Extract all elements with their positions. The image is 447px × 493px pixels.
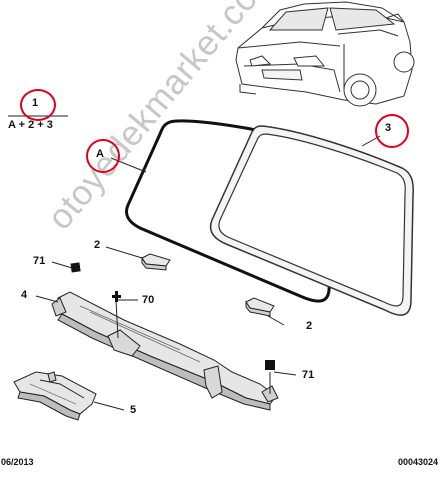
label-ref-3: 3: [385, 122, 392, 134]
highlight-circle-A: [86, 139, 120, 173]
label-ref-4: 4: [21, 289, 28, 301]
marker-square-71-top: [70, 262, 81, 273]
label-formula: A + 2 + 3: [8, 119, 53, 131]
marker-square-71-bottom: [265, 360, 275, 370]
label-ref-2-top: 2: [94, 239, 101, 251]
spacer-block-2-top: [141, 253, 171, 271]
label-ref-1: 1: [32, 97, 39, 109]
bracket-5: [13, 371, 97, 421]
label-ref-2-bottom: 2: [306, 320, 313, 332]
car-illustration: [235, 1, 415, 107]
footer-date: 06/2013: [1, 457, 34, 467]
label-ref-5: 5: [130, 404, 137, 416]
highlight-circle-3: [375, 114, 409, 148]
scuttle-panel-4: [51, 291, 279, 411]
marker-plus-70: [112, 291, 121, 302]
windscreen-seal-3: [209, 125, 414, 316]
label-ref-A: A: [96, 148, 104, 160]
spacer-block-2-bottom: [245, 297, 275, 317]
label-ref-71-top: 71: [33, 255, 46, 267]
highlight-circle-1: [20, 89, 56, 121]
label-ref-71-bottom: 71: [302, 369, 315, 381]
label-ref-70: 70: [142, 294, 155, 306]
footer-code: 00043024: [398, 457, 439, 467]
